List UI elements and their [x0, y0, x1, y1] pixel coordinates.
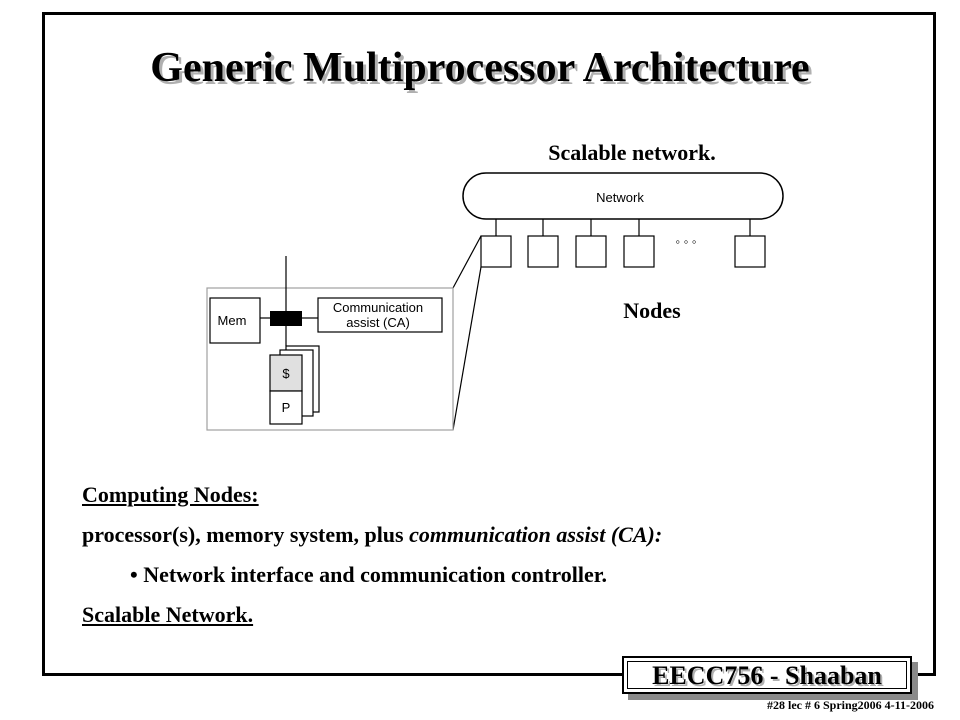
ca-label-line2: assist (CA) [346, 315, 410, 330]
bus-switch-block [270, 311, 302, 326]
computing-nodes-heading: Computing Nodes: [82, 482, 259, 507]
node-ellipsis: ◦ ◦ ◦ [675, 234, 696, 249]
zoom-line-bottom [452, 266, 482, 431]
processor-box [269, 390, 303, 425]
slide-footnote: #28 lec # 6 Spring2006 4-11-2006 [767, 698, 934, 712]
slide-frame [42, 12, 936, 676]
processor-label: P [282, 400, 291, 415]
cache-label: $ [282, 366, 290, 381]
bullet-icon: • [130, 562, 138, 587]
node-box-3 [575, 235, 607, 268]
scalable-network-closing: Scalable Network. [82, 602, 254, 627]
course-banner-text: EECC756 - Shaaban [627, 661, 907, 690]
node-box-2 [527, 235, 559, 268]
mem-box [209, 297, 261, 344]
zoom-line-top [452, 235, 482, 289]
network-capsule [462, 172, 784, 220]
bullet-item: • Network interface and communication co… [130, 562, 607, 588]
network-label: Network [596, 190, 644, 205]
ca-label-line1: Communication [333, 300, 423, 315]
computing-nodes-line-italic: communication assist (CA): [409, 522, 663, 547]
node-box-5 [734, 235, 766, 268]
scalable-network-label: Scalable network. [548, 140, 715, 165]
computing-nodes-line-prefix: processor(s), memory system, plus [82, 522, 410, 547]
computing-nodes-line: processor(s), memory system, plus commun… [82, 522, 662, 548]
nodes-label: Nodes [623, 298, 681, 323]
cache-box [269, 354, 303, 392]
node-box-1 [480, 235, 512, 268]
slide-title: Generic Multiprocessor Architecture [150, 45, 810, 91]
node-box-4 [623, 235, 655, 268]
course-banner: EECC756 - Shaaban [622, 656, 912, 694]
mem-label: Mem [218, 313, 247, 328]
bullet-text: Network interface and communication cont… [143, 562, 607, 587]
communication-assist-box [317, 297, 443, 333]
